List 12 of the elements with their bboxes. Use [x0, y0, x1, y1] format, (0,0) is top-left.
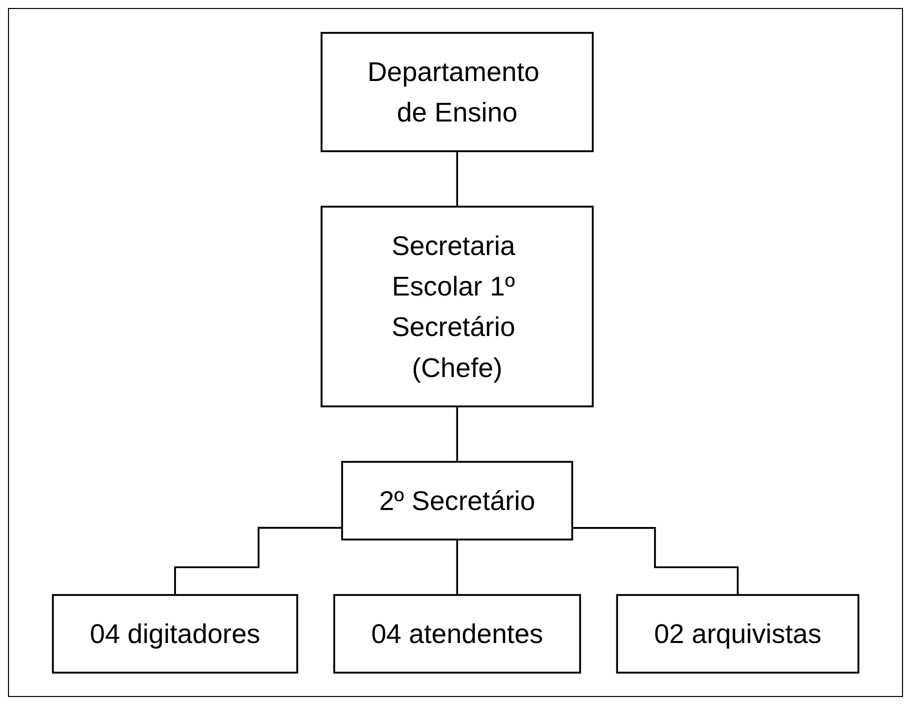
- node-box: [333, 594, 581, 674]
- node-box: [52, 594, 298, 674]
- node-box: [320, 32, 594, 152]
- connector: [456, 538, 458, 596]
- node-box: [341, 460, 573, 540]
- org-chart: Departamento de Ensino Secretaria Escolar 1º Secretário (Chefe) 2º Secretário 04 digitadores 04 atendentes 02 arquivistas: [26, 22, 884, 682]
- connector: [456, 150, 458, 208]
- node-box: [320, 205, 594, 408]
- connector: [456, 405, 458, 463]
- connector: [572, 526, 739, 596]
- connector: [174, 526, 342, 596]
- node-box: [616, 594, 860, 674]
